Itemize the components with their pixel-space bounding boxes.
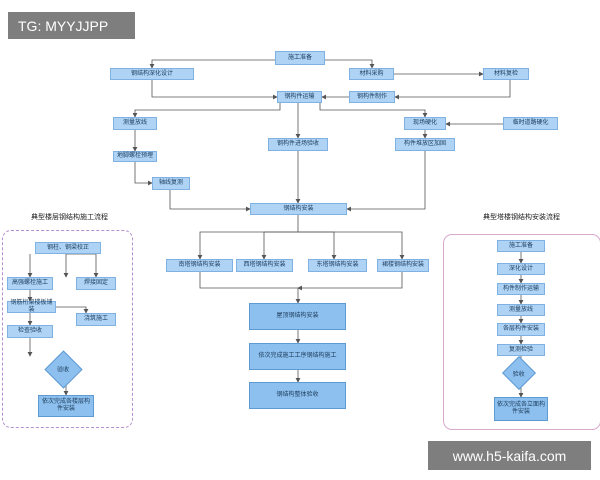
right-step-3: 构件制作运输: [497, 283, 545, 295]
left-step-column-correction: 钢柱、钢梁校正: [35, 242, 101, 254]
watermark-bottom: www.h5-kaifa.com: [428, 441, 591, 470]
step-temp-road: 临时道路硬化: [503, 117, 558, 130]
right-step-1: 施工准备: [497, 240, 545, 252]
right-step-2: 深化设计: [497, 263, 545, 275]
right-step-4: 测量放线: [497, 304, 545, 316]
step-next-process: 依次完成施工工序钢结构施工: [249, 343, 346, 370]
step-survey-layout: 测量放线: [113, 117, 157, 130]
step-fabrication: 钢构件制作: [349, 91, 395, 103]
step-axis-recheck: 轴线复测: [152, 177, 190, 190]
step-transport: 钢构件运输: [277, 91, 322, 103]
left-step-finish-floors: 依次完成各楼层构件安装: [38, 395, 94, 417]
step-west-tower: 西塔钢结构安装: [236, 259, 293, 272]
right-step-finish: 依次完成各立面构件安装: [494, 397, 548, 421]
left-step-hs-bolt: 高强螺栓施工: [7, 277, 53, 290]
right-panel-title: 典型塔楼钢结构安装流程: [483, 213, 560, 221]
left-step-concrete: 浇筑施工: [76, 313, 116, 326]
step-steel-install: 钢结构安装: [250, 203, 347, 215]
step-podium: 裙楼钢结构安装: [377, 259, 429, 272]
watermark-top: TG: MYYJJPP: [8, 12, 135, 39]
right-decision-label: 验收: [512, 370, 526, 378]
step-storage-reinforce: 构件堆放区加固: [395, 138, 455, 151]
step-start: 施工准备: [275, 51, 325, 65]
left-step-check-acceptance: 检查验收: [7, 325, 53, 338]
step-final-accept: 钢结构整体验收: [249, 382, 346, 409]
step-entry-accept: 钢构件进场验收: [268, 138, 328, 151]
right-step-6: 复测检验: [497, 344, 545, 356]
left-decision-label: 验收: [57, 366, 70, 374]
step-material-recheck: 材料复检: [483, 68, 529, 80]
right-step-5: 各层构件安装: [497, 323, 545, 336]
right-panel: [443, 234, 600, 430]
step-anchor-bolt: 地脚螺栓预埋: [113, 151, 157, 162]
step-south-tower: 南塔钢结构安装: [166, 259, 233, 272]
step-roof-truss: 屋顶钢结构安装: [249, 303, 346, 330]
step-site-harden: 现场硬化: [404, 117, 446, 130]
left-step-weld-inspect: 焊接固定: [76, 277, 116, 290]
step-deepen-design: 钢结构深化设计: [110, 68, 194, 80]
step-east-tower: 东塔钢结构安装: [308, 259, 367, 272]
step-material-purchase: 材料采购: [349, 68, 394, 80]
left-panel: [2, 230, 133, 428]
left-panel-title: 典型楼层钢结构施工流程: [31, 213, 108, 221]
left-step-deck-plate: 钢筋桁架楼板铺装: [7, 299, 56, 313]
